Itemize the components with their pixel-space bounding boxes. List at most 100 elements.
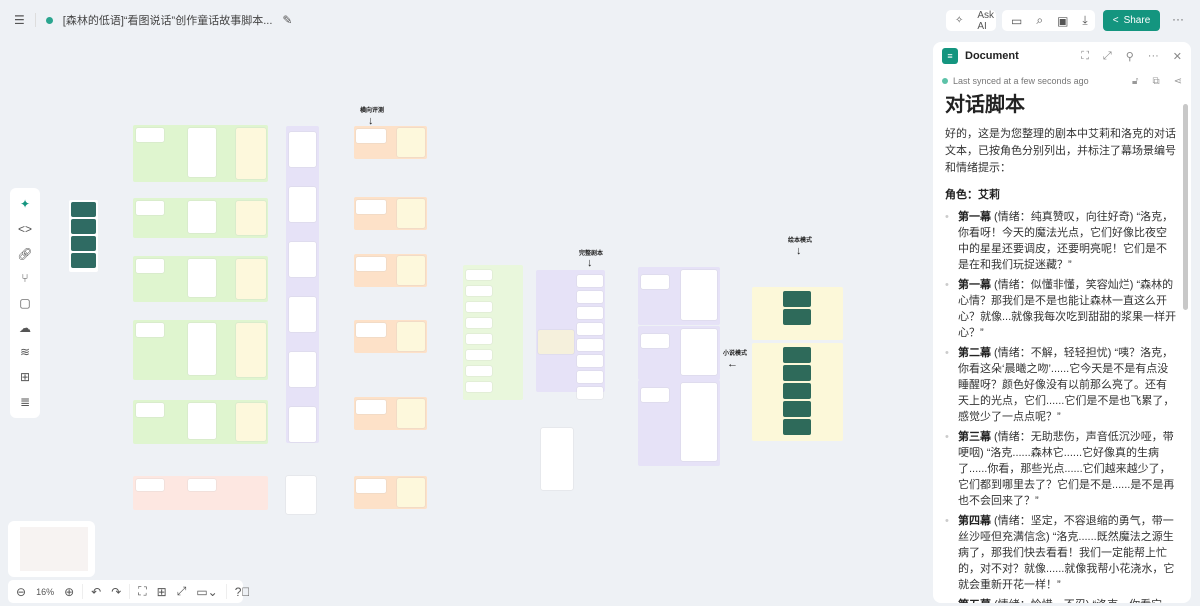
edit-pencil-icon[interactable]: ✎: [282, 13, 293, 27]
node-card[interactable]: [577, 275, 603, 287]
canvas[interactable]: 横向评测 ↓ 完整剧本 ↓ 绘本模式 ↓ 小说模式 ←: [0, 40, 930, 580]
zoom-in-icon[interactable]: ⊕: [64, 584, 75, 599]
sidebar-toggle-icon[interactable]: ☰: [14, 13, 25, 27]
more-icon[interactable]: ···: [1147, 49, 1159, 62]
fit-screen-icon[interactable]: ⛶: [138, 584, 147, 598]
node-group[interactable]: [286, 126, 319, 443]
redo-icon[interactable]: ↷: [111, 584, 122, 599]
node-card[interactable]: [397, 322, 425, 351]
node-card[interactable]: [356, 200, 386, 214]
node-card[interactable]: [289, 352, 316, 387]
node-card[interactable]: [356, 129, 386, 143]
node-card[interactable]: [466, 382, 492, 392]
layout-dropdown-icon[interactable]: ▭⌄: [196, 584, 218, 599]
node-card[interactable]: [236, 323, 266, 377]
node-card[interactable]: [356, 479, 386, 493]
share-icon[interactable]: ⋖: [1173, 75, 1182, 87]
zoom-out-icon[interactable]: ⊖: [16, 584, 27, 599]
node-card[interactable]: [188, 479, 216, 491]
grid-icon[interactable]: ⊞: [156, 584, 167, 599]
node-card[interactable]: [136, 479, 164, 491]
node-card[interactable]: [188, 201, 216, 233]
node-card[interactable]: [577, 291, 603, 303]
more-icon[interactable]: ···: [1172, 12, 1184, 26]
illustration[interactable]: [783, 401, 811, 417]
image-thumbnail[interactable]: [71, 236, 96, 251]
file-plus-icon[interactable]: ⊞: [19, 369, 31, 384]
node-card[interactable]: [397, 199, 425, 228]
file-icon[interactable]: ▢: [19, 295, 31, 310]
node-card[interactable]: [397, 399, 425, 428]
ask-ai-button[interactable]: ✧Ask AI: [946, 10, 996, 32]
expand-icon[interactable]: ⤢: [176, 584, 187, 598]
lock-icon[interactable]: 🔓︎: [1131, 75, 1139, 87]
expand-icon[interactable]: ⤢: [1102, 49, 1112, 62]
image-thumbnail[interactable]: [71, 219, 96, 234]
node-card[interactable]: [136, 259, 164, 273]
node-card[interactable]: [641, 275, 669, 289]
node-card[interactable]: [289, 187, 316, 222]
node-card[interactable]: [641, 388, 669, 402]
node-card[interactable]: [356, 400, 386, 414]
node-card[interactable]: [236, 201, 266, 235]
node-card[interactable]: [681, 329, 717, 375]
code-icon[interactable]: <>: [17, 221, 32, 236]
image-thumbnail[interactable]: [71, 253, 96, 268]
illustration[interactable]: [783, 383, 811, 399]
copy-icon[interactable]: ⧉: [1152, 75, 1160, 87]
node-card[interactable]: [577, 355, 603, 367]
node-card[interactable]: [466, 350, 492, 360]
node-card[interactable]: [136, 128, 164, 142]
node-card[interactable]: [289, 297, 316, 332]
node-card[interactable]: [188, 323, 216, 375]
node-card[interactable]: [136, 201, 164, 215]
node-card[interactable]: [397, 256, 425, 285]
node-card[interactable]: [538, 330, 574, 354]
node-card[interactable]: [188, 128, 216, 177]
node-card[interactable]: [289, 407, 316, 442]
node-card[interactable]: [577, 387, 603, 399]
present-icon[interactable]: ▭: [1011, 13, 1023, 28]
node-card[interactable]: [188, 259, 216, 297]
node-card[interactable]: [466, 366, 492, 376]
focus-icon[interactable]: ⛶: [1081, 49, 1089, 62]
node-card[interactable]: [681, 270, 717, 320]
share-button[interactable]: <Share: [1103, 10, 1160, 31]
illustration[interactable]: [783, 347, 811, 363]
node-card[interactable]: [681, 383, 717, 461]
node-card[interactable]: [577, 339, 603, 351]
help-icon[interactable]: ?⃝: [234, 584, 251, 599]
search-icon[interactable]: ⌕: [1036, 13, 1044, 27]
node-card[interactable]: [188, 403, 216, 439]
node-card[interactable]: [577, 371, 603, 383]
image-icon[interactable]: ▣: [1057, 13, 1069, 28]
download-icon[interactable]: ⤓: [1082, 13, 1088, 27]
illustration[interactable]: [783, 419, 811, 435]
illustration[interactable]: [783, 365, 811, 381]
close-icon[interactable]: ✕: [1172, 50, 1182, 63]
illustration[interactable]: [783, 291, 811, 307]
node-card[interactable]: [397, 478, 425, 507]
undo-icon[interactable]: ↶: [91, 584, 102, 599]
node-card[interactable]: [289, 242, 316, 277]
node-card[interactable]: [541, 428, 573, 490]
upload-cloud-icon[interactable]: ☁: [19, 320, 31, 335]
node-card[interactable]: [397, 128, 425, 157]
node-card[interactable]: [136, 323, 164, 337]
node-card[interactable]: [236, 403, 266, 441]
pin-icon[interactable]: ⚲: [1125, 50, 1134, 63]
zoom-level[interactable]: 16%: [36, 586, 55, 597]
document-title[interactable]: [森林的低语]“看图说话”创作童话故事脚本...: [62, 15, 273, 27]
node-card[interactable]: [136, 403, 164, 417]
layers-icon[interactable]: ≋: [19, 345, 31, 360]
node-card[interactable]: [236, 259, 266, 299]
node-card[interactable]: [289, 132, 316, 167]
node-card[interactable]: [356, 257, 386, 271]
node-card[interactable]: [466, 302, 492, 312]
branch-icon[interactable]: ⑂: [21, 271, 29, 286]
node-card[interactable]: [466, 334, 492, 344]
node-card[interactable]: [577, 307, 603, 319]
node-card[interactable]: [236, 128, 266, 179]
minimap[interactable]: [8, 521, 95, 577]
link-icon[interactable]: 🔗︎: [17, 246, 33, 261]
